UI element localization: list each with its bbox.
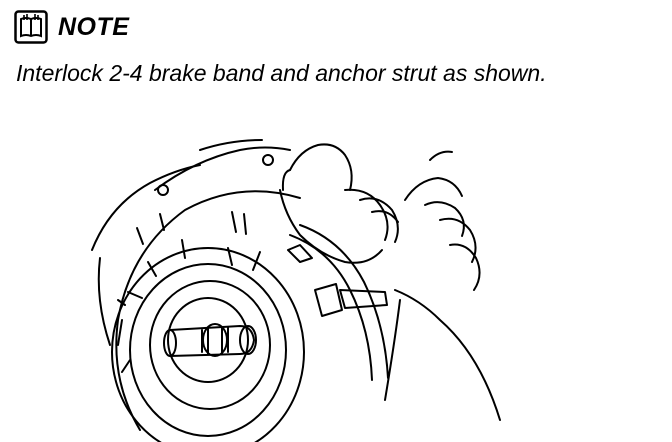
- drum-assembly: [111, 190, 305, 442]
- transmission-case-outline: [91, 139, 291, 346]
- note-title: NOTE: [58, 12, 130, 41]
- input-shaft: [163, 323, 257, 357]
- left-hand: [279, 143, 399, 264]
- book-hand-icon: [14, 10, 48, 44]
- note-header: NOTE: [14, 10, 129, 44]
- note-instruction-text: Interlock 2-4 brake band and anchor stru…: [16, 60, 547, 86]
- right-hand: [384, 150, 501, 421]
